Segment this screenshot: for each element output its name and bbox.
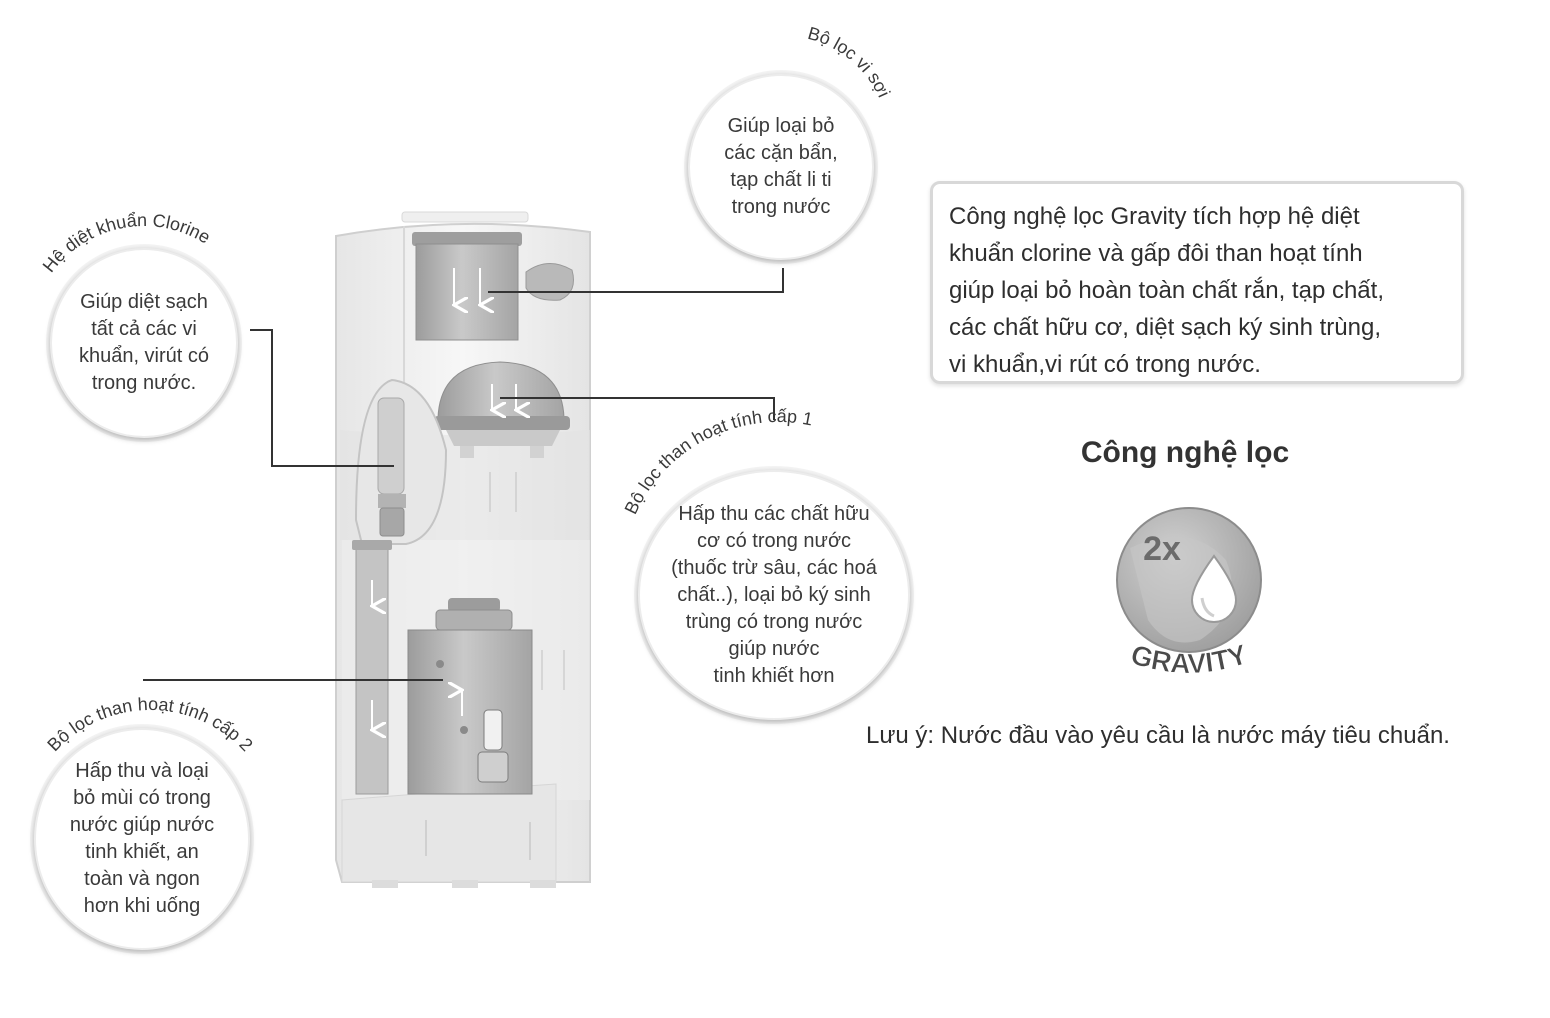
leader-line-chlorine <box>250 329 394 467</box>
callout-description-carbon-filter-2: Hấp thu và loại bỏ mùi có trong nước giú… <box>69 760 215 917</box>
callout-bubble-fiber-filter: Giúp loại bỏ các cặn bẩn, tạp chất li ti… <box>688 74 874 260</box>
carbon-filter-1-dome <box>434 361 570 512</box>
fiber-filter-cartridge <box>412 232 522 341</box>
gravity-info-text: Công nghệ lọc Gravity tích hợp hệ diệt k… <box>949 203 1384 378</box>
leader-line-fiber-filter <box>488 268 784 293</box>
gravity-info-box: Công nghệ lọc Gravity tích hợp hệ diệt k… <box>930 181 1464 384</box>
callout-description-carbon-filter-1: Hấp thu các chất hữu cơ có trong nước (t… <box>671 502 877 687</box>
callout-bubble-carbon-filter-1: Hấp thu các chất hữu cơ có trong nước (t… <box>638 470 910 720</box>
gravity-badge: 2x <box>1116 507 1262 653</box>
callout-description-fiber-filter: Giúp loại bỏ các cặn bẩn, tạp chất li ti… <box>724 115 838 218</box>
carbon-filter-2-cylinder <box>407 598 565 860</box>
technology-heading: Công nghệ lọc <box>1080 436 1290 469</box>
leader-line-carbon-filter-1 <box>500 397 775 420</box>
callout-bubble-carbon-filter-2: Hấp thu và loại bỏ mùi có trong nước giú… <box>34 728 250 950</box>
callout-description-chlorine: Giúp diệt sạch tất cả các vi khuẩn, virú… <box>78 291 210 394</box>
leader-lines <box>143 268 784 681</box>
dispenser-top-cap <box>401 211 529 223</box>
callout-bubble-chlorine: Giúp diệt sạch tất cả các vi khuẩn, virú… <box>50 248 238 438</box>
dispenser-indicator-knob <box>525 263 574 301</box>
input-water-note: Lưu ý: Nước đầu vào yêu cầu là nước máy … <box>866 722 1450 749</box>
gravity-badge-multiplier: 2x <box>1143 530 1181 568</box>
left-water-column <box>352 540 392 795</box>
chlorine-sterilizer-tube <box>354 378 448 545</box>
